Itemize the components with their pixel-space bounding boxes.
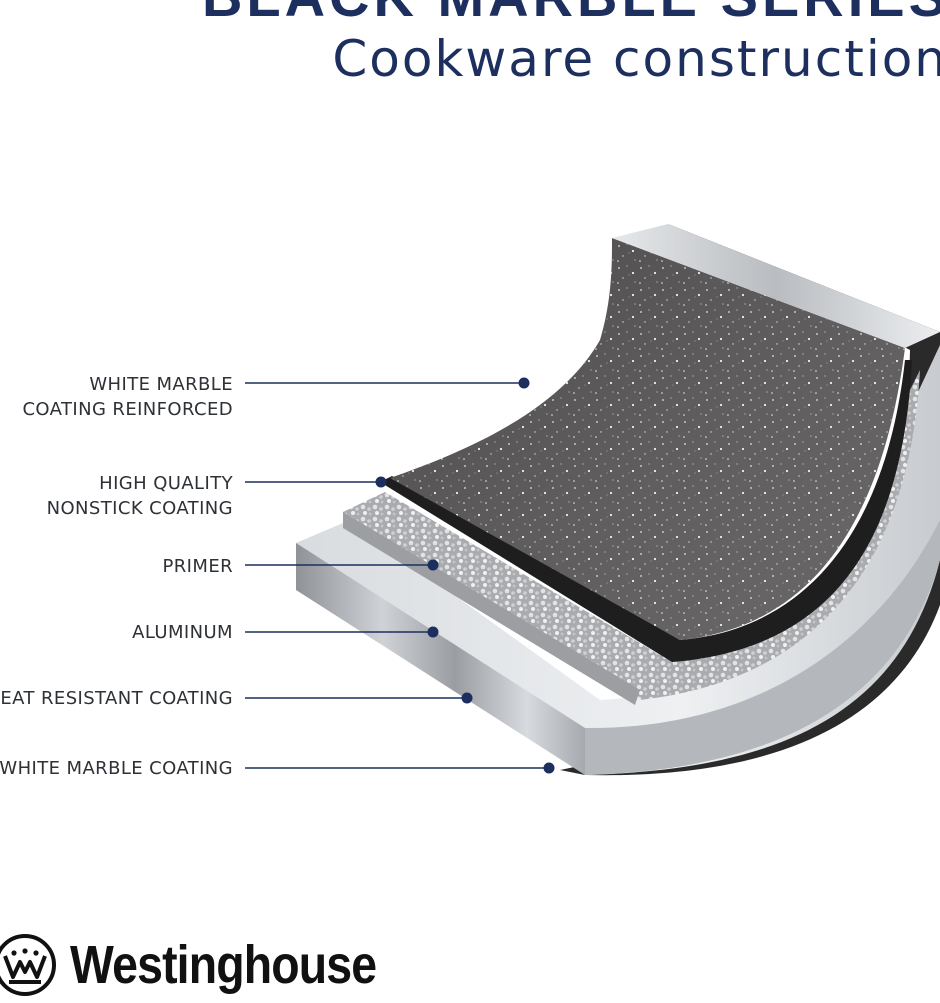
layer-label-white-marble: WHITE MARBLE COATING bbox=[0, 756, 233, 781]
series-title: BLACK MARBLE SERIES bbox=[202, 0, 940, 29]
layer-label-primer: PRIMER bbox=[163, 554, 233, 579]
brand-name: Westinghouse bbox=[70, 935, 377, 995]
layer-label-line: HEAT RESISTANT COATING bbox=[0, 688, 233, 709]
layer-label-line: PRIMER bbox=[162, 556, 233, 577]
layer-label-line: WHITE MARBLE COATING bbox=[0, 758, 233, 779]
layer-label-heat-resistant: HEAT RESISTANT COATING bbox=[0, 686, 233, 711]
leader-white-marble-reinforced bbox=[245, 377, 530, 389]
pan-cross-section bbox=[296, 224, 940, 776]
leader-nonstick bbox=[245, 476, 387, 488]
layer-label-line: NONSTICK COATING bbox=[46, 498, 233, 519]
layer-label-line: ALUMINUM bbox=[132, 622, 233, 643]
layer-label-white-marble-reinforced: WHITE MARBLE COATING REINFORCED bbox=[22, 372, 233, 422]
leader-heat-resistant bbox=[245, 692, 473, 704]
layer-label-nonstick: HIGH QUALITY NONSTICK COATING bbox=[47, 471, 233, 521]
leader-primer bbox=[245, 559, 439, 571]
layer-label-line: COATING REINFORCED bbox=[22, 399, 233, 420]
subtitle: Cookware construction bbox=[332, 30, 940, 88]
aluminum-layer-curve-face bbox=[585, 520, 940, 775]
brand-block: Westinghouse bbox=[0, 932, 426, 998]
primer-layer-front bbox=[343, 512, 640, 705]
silver-top-edge bbox=[612, 224, 940, 348]
aluminum-layer-front bbox=[296, 543, 585, 775]
leader-white-marble bbox=[245, 762, 555, 774]
leader-aluminum bbox=[245, 626, 439, 638]
layer-label-aluminum: ALUMINUM bbox=[132, 620, 233, 645]
marble-surface-speckle bbox=[390, 238, 905, 640]
layer-label-line: WHITE MARBLE bbox=[89, 374, 233, 395]
westinghouse-w-logo-icon bbox=[0, 934, 56, 996]
leader-lines bbox=[245, 377, 555, 774]
layer-label-line: HIGH QUALITY bbox=[99, 473, 233, 494]
